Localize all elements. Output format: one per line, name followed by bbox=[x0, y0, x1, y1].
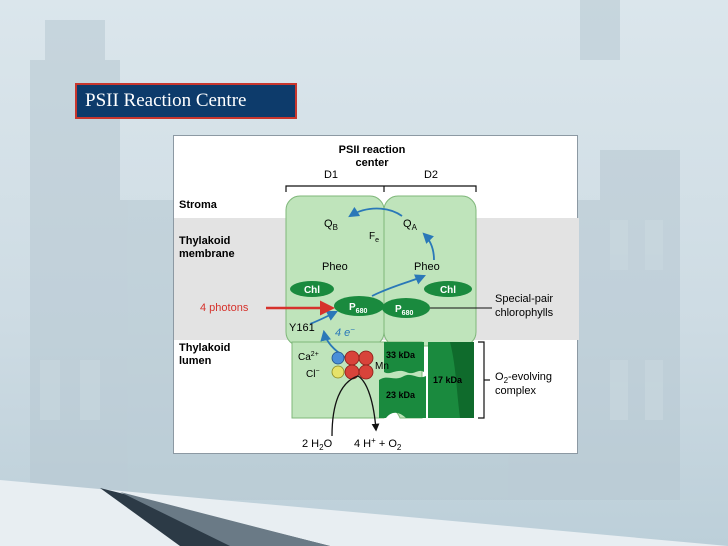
mn-atom-2 bbox=[358, 350, 374, 366]
bracket-top bbox=[285, 185, 477, 192]
water-label: 2 H2O bbox=[302, 438, 333, 452]
ca-label: Ca2+ bbox=[298, 351, 319, 363]
p680-right bbox=[382, 298, 430, 318]
y161-label: Y161 bbox=[289, 322, 315, 334]
lumen-label-2: lumen bbox=[179, 355, 212, 367]
protein-33kda bbox=[384, 342, 424, 374]
cl-label: Cl− bbox=[306, 368, 320, 380]
special-pair-label-1: Special-pair bbox=[495, 293, 553, 305]
d2-label: D2 bbox=[424, 169, 438, 181]
chl-right-label: Chl bbox=[440, 285, 456, 296]
building-windows bbox=[40, 220, 663, 420]
water-splitting-arrow bbox=[331, 375, 380, 437]
protein-23kda-label: 23 kDa bbox=[386, 390, 416, 400]
qa-label: QA bbox=[403, 218, 418, 232]
arrow-qa-to-qb bbox=[348, 206, 403, 218]
p680-right-label: P680 bbox=[395, 304, 413, 317]
mn-atom-4 bbox=[358, 364, 374, 380]
arrow-pheo-to-qa bbox=[422, 232, 435, 261]
special-pair-label-2: chlorophylls bbox=[495, 307, 554, 319]
products-label: 4 H+ + O2 bbox=[354, 436, 402, 452]
header-line2: center bbox=[355, 157, 389, 169]
header-line1: PSII reaction bbox=[339, 144, 406, 156]
protein-17kda-shade bbox=[450, 342, 474, 418]
electrons-label: 4 e− bbox=[335, 325, 355, 339]
qb-label: QB bbox=[324, 218, 338, 232]
protein-33kda-label: 33 kDa bbox=[386, 350, 416, 360]
slide-title: PSII Reaction Centre bbox=[75, 83, 297, 119]
psii-diagram-canvas: PSII reaction center D1 D2 Stroma Thylak… bbox=[174, 144, 579, 452]
oec-bracket bbox=[478, 341, 485, 419]
fe-label: Fe bbox=[369, 231, 379, 244]
pheo-right-label: Pheo bbox=[414, 261, 440, 273]
mn-label: Mn bbox=[375, 361, 389, 372]
protein-23kda bbox=[379, 374, 426, 418]
stroma-label: Stroma bbox=[179, 199, 218, 211]
membrane-label-1: Thylakoid bbox=[179, 235, 230, 247]
ca-atom bbox=[331, 351, 345, 365]
protein-17kda-label: 17 kDa bbox=[433, 375, 463, 385]
arrow-p680-to-pheo bbox=[371, 274, 426, 297]
pheo-left-label: Pheo bbox=[322, 261, 348, 273]
oec-label-2: complex bbox=[495, 385, 536, 397]
chl-left-label: Chl bbox=[304, 285, 320, 296]
cl-atom bbox=[331, 365, 345, 379]
p680-left-label: P680 bbox=[349, 302, 367, 315]
ribbon-mid bbox=[120, 492, 330, 546]
lumen-label-1: Thylakoid bbox=[179, 342, 230, 354]
mn-atom-1 bbox=[344, 350, 360, 366]
photons-label: 4 photons bbox=[200, 302, 249, 314]
chl-left bbox=[290, 281, 334, 297]
p680-left bbox=[334, 296, 384, 316]
membrane-label-2: membrane bbox=[179, 248, 235, 260]
psii-diagram: PSII reaction center D1 D2 Stroma Thylak… bbox=[173, 135, 579, 454]
oec-label-1: O2-evolving bbox=[495, 371, 552, 385]
d1-label: D1 bbox=[324, 169, 338, 181]
chl-right bbox=[424, 281, 472, 297]
